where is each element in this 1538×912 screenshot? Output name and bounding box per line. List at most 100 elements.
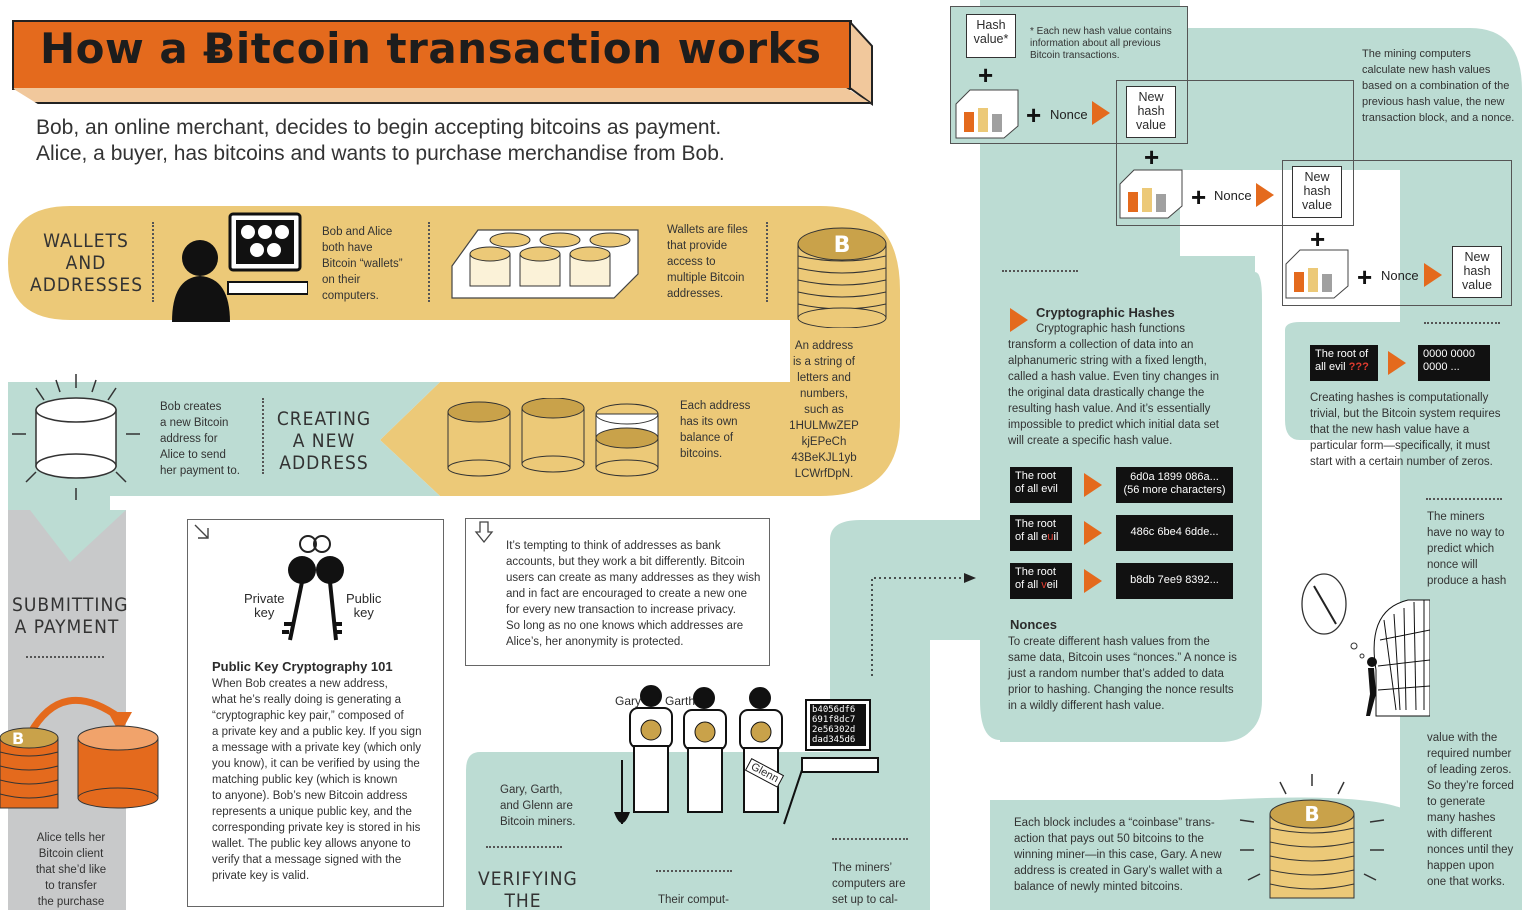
text-line: hash <box>1137 104 1165 118</box>
arrow-right-icon <box>1084 521 1102 545</box>
text-line: just a random number that’s added to dat… <box>1008 668 1224 680</box>
section-creating: CREATING A NEW ADDRESS <box>272 408 376 474</box>
section-wallets: WALLETS AND ADDRESSES <box>30 230 142 296</box>
block-cube-icon <box>1119 169 1183 219</box>
text-line: to anyone). Bob’s new Bitcoin address <box>212 790 408 802</box>
text-line: Bob creates <box>160 401 222 413</box>
text-line: addresses. <box>667 288 724 300</box>
text-line: on their <box>322 274 361 286</box>
changed-letter: u <box>1047 531 1054 543</box>
monitor-hash: b4056df6 691f8dc7 2e56302d dad345d6 <box>812 705 855 745</box>
text-line: predict which <box>1427 543 1495 555</box>
pkc-body: When Bob creates a new address, what he’… <box>212 676 421 884</box>
text-line: users can create as many addresses as th… <box>506 572 761 584</box>
text-line: of leading zeros. <box>1427 764 1512 776</box>
text-line: address for <box>160 433 218 445</box>
text-line: (56 more characters) <box>1123 484 1226 496</box>
text-line: value <box>1462 278 1492 292</box>
text-line: 0000 0000 <box>1423 348 1475 360</box>
text-line: you know), it can be verified by using t… <box>212 758 420 770</box>
text-line: Creating hashes is computationally <box>1310 392 1489 404</box>
text-line: that she’d like <box>35 864 107 876</box>
text-line: produce a hash <box>1427 575 1507 587</box>
each-address-caption: Each address has its own balance of bitc… <box>680 398 750 462</box>
text-line: a message with a private key (which only <box>212 742 422 754</box>
divider <box>152 222 154 302</box>
text-line: “cryptographic key pair,” composed of <box>212 710 404 722</box>
miners-caption: Gary, Garth, and Glenn are Bitcoin miner… <box>500 782 575 830</box>
arrow-right-icon <box>1388 351 1406 375</box>
garth-label: Garth <box>665 694 696 708</box>
block-cube-icon <box>1285 249 1349 299</box>
text-line: Bitcoin miners. <box>500 816 576 828</box>
text-line: that provide <box>667 240 728 252</box>
text-line: New <box>1464 250 1490 264</box>
text-line: her payment to. <box>160 465 240 477</box>
hash-step-2 <box>1116 80 1354 226</box>
text-line: key <box>254 605 275 620</box>
text-line: matching public key (which is known <box>212 774 398 786</box>
text-line: have no way to <box>1427 527 1505 539</box>
hash-output-box: 6d0a 1899 086a... (56 more characters) <box>1116 467 1233 503</box>
hash-step-3 <box>1282 160 1512 306</box>
text-line: prior to hashing. Changing the nonce res… <box>1008 684 1234 696</box>
title-banner <box>12 20 852 90</box>
arrow-right-icon <box>1010 308 1028 332</box>
text-line: 486c 6be4 6dde... <box>1130 526 1219 538</box>
text-line: When Bob creates a new address, <box>212 678 388 690</box>
private-key-label: Private key <box>244 592 284 620</box>
text-line: An address <box>794 340 854 352</box>
nonces-heading: Nonces <box>1010 617 1057 632</box>
text-line: Alice’s, her anonymity is protected. <box>506 636 684 648</box>
new-hash-box: New hash value <box>1452 246 1502 298</box>
text-segment: eil <box>1046 579 1058 591</box>
text-line: with different <box>1427 828 1492 840</box>
new-coins-icon: B <box>1239 774 1385 899</box>
text-line: called a hash value. Even tiny changes i… <box>1008 371 1219 383</box>
plus-icon: + <box>1357 262 1373 292</box>
text-line: So they’re forced <box>1427 780 1514 792</box>
section-line: WALLETS <box>43 230 129 252</box>
arrow-down-icon <box>474 521 494 544</box>
no-way-caption: The miners have no way to predict which … <box>1427 509 1506 589</box>
evil-output-box: 0000 0000 0000 ... <box>1418 345 1490 381</box>
nonce-label: Nonce <box>1050 107 1088 122</box>
pkc-panel <box>187 519 444 907</box>
text-line: Cryptographic hash functions <box>1036 323 1185 335</box>
text-line: key <box>353 605 374 620</box>
text-line: same data, Bitcoin uses “nonces.” A nonc… <box>1008 652 1237 664</box>
hash-note: * Each new hash value contains informati… <box>1030 26 1172 62</box>
text-line: computers are <box>832 878 906 890</box>
text-line: The miners <box>1427 511 1485 523</box>
text-line: b4056df6 <box>812 705 856 715</box>
text-line: Alice to send <box>160 449 226 461</box>
tempting-body: It’s tempting to think of addresses as b… <box>506 538 760 650</box>
alice-tells-caption: Alice tells her Bitcoin client that she’… <box>26 830 116 910</box>
section-line: SUBMITTING <box>12 594 129 616</box>
arrow-right-icon <box>1424 263 1442 287</box>
pkc-heading: Public Key Cryptography 101 <box>212 659 393 674</box>
text-line: dad345d6 <box>812 735 856 745</box>
divider <box>262 398 264 474</box>
gary-label: Gary <box>615 694 642 708</box>
svg-text:B: B <box>834 233 851 258</box>
coinbase-caption: Each block includes a “coinbase” trans- … <box>1014 815 1222 895</box>
nonce-label: Nonce <box>1214 188 1252 203</box>
text-line: and Glenn are <box>500 800 573 812</box>
text-line: bitcoins. <box>680 448 723 460</box>
text-line: accounts, but they work a bit differentl… <box>506 556 745 568</box>
text-line: So long as no one knows which addresses … <box>506 620 744 632</box>
hash-value-box: Hash value* <box>966 14 1016 58</box>
text-line: 6d0a 1899 086a... <box>1130 471 1219 483</box>
arrow-right-icon <box>1084 569 1102 593</box>
text-line: the original data drastically change the <box>1008 387 1205 399</box>
text-line: that the new hash value have a <box>1310 424 1470 436</box>
question-marks: ??? <box>1348 361 1369 373</box>
text-line: to transfer <box>45 880 97 892</box>
section-line: A NEW <box>292 430 356 452</box>
text-line: kjEPeCh <box>801 436 847 448</box>
text-line: letters and <box>797 372 851 384</box>
text-line: a private key and a public key. If you s… <box>212 726 422 738</box>
miners-illustration <box>614 685 879 825</box>
text-line: 1HULMwZEP <box>789 420 859 432</box>
